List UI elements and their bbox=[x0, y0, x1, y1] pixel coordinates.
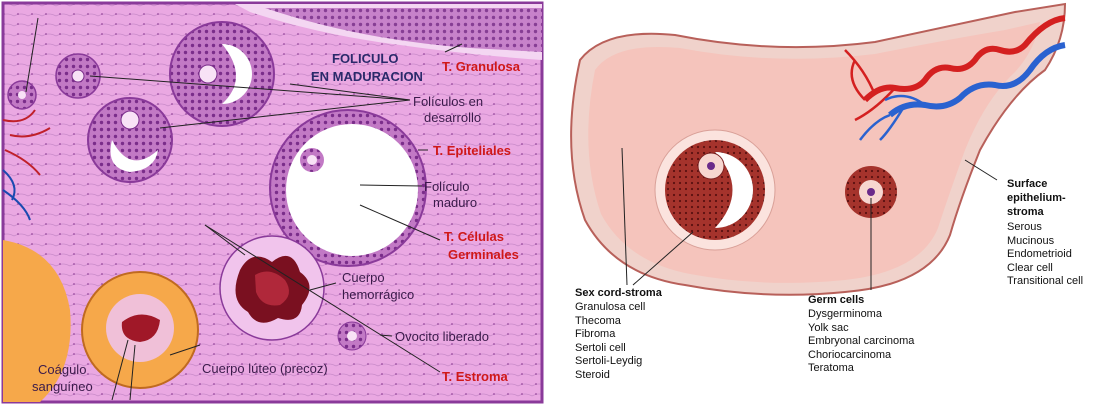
sex-cord-item: Granulosa cell bbox=[575, 301, 645, 315]
label-hemorragico-2: hemorrágico bbox=[342, 288, 414, 302]
surface-heading-3: stroma bbox=[1007, 206, 1044, 218]
label-coagulo-2: sanguíneo bbox=[32, 380, 93, 394]
label-foliculos-2: desarrollo bbox=[424, 111, 481, 125]
label-foliculo-maduro-2: maduro bbox=[433, 196, 477, 210]
label-granulosa: T. Granulosa bbox=[442, 60, 520, 74]
title-line-2: EN MADURACION bbox=[311, 70, 423, 84]
surface-item: Transitional cell bbox=[1007, 275, 1083, 289]
sex-cord-item: Sertoli-Leydig bbox=[575, 355, 645, 369]
germ-cells-item: Choriocarcinoma bbox=[808, 349, 914, 363]
label-coagulo-1: Coágulo bbox=[38, 363, 86, 377]
germ-cells-item: Yolk sac bbox=[808, 322, 914, 336]
sex-cord-heading: Sex cord-stroma bbox=[575, 287, 662, 299]
label-celulas-2: Germinales bbox=[448, 248, 519, 262]
germ-cells-list: Dysgerminoma Yolk sac Embryonal carcinom… bbox=[808, 308, 914, 376]
germ-cells-item: Teratoma bbox=[808, 362, 914, 376]
sex-cord-item: Thecoma bbox=[575, 315, 645, 329]
histology-panel: FOLICULO EN MADURACION T. Granulosa Folí… bbox=[0, 0, 545, 405]
sex-cord-list: Granulosa cell Thecoma Fibroma Sertoli c… bbox=[575, 301, 645, 382]
label-estroma: T. Estroma bbox=[442, 370, 508, 384]
sex-cord-item: Fibroma bbox=[575, 328, 645, 342]
surface-item: Mucinous bbox=[1007, 235, 1083, 249]
germ-cells-item: Dysgerminoma bbox=[808, 308, 914, 322]
label-ovocito: Ovocito liberado bbox=[395, 330, 489, 344]
surface-item: Endometrioid bbox=[1007, 248, 1083, 262]
label-hemorragico-1: Cuerpo bbox=[342, 271, 385, 285]
surface-item: Clear cell bbox=[1007, 262, 1083, 276]
label-celulas-1: T. Células bbox=[444, 230, 504, 244]
label-cuerpo-luteo: Cuerpo lúteo (precoz) bbox=[202, 362, 328, 376]
surface-heading-1: Surface bbox=[1007, 178, 1047, 190]
label-epiteliales: T. Epiteliales bbox=[433, 144, 511, 158]
surface-item: Serous bbox=[1007, 221, 1083, 235]
surface-list: Serous Mucinous Endometrioid Clear cell … bbox=[1007, 221, 1083, 289]
label-foliculo-maduro-1: Folículo bbox=[424, 180, 470, 194]
sex-cord-item: Sertoli cell bbox=[575, 342, 645, 356]
germ-cells-item: Embryonal carcinoma bbox=[808, 335, 914, 349]
title-line-1: FOLICULO bbox=[332, 52, 398, 66]
germ-cells-heading: Germ cells bbox=[808, 294, 864, 306]
surface-heading-2: epithelium- bbox=[1007, 192, 1066, 204]
label-foliculos-1: Folículos en bbox=[413, 95, 483, 109]
sex-cord-item: Steroid bbox=[575, 369, 645, 383]
ovary-tumor-panel: Sex cord-stroma Granulosa cell Thecoma F… bbox=[545, 0, 1104, 405]
